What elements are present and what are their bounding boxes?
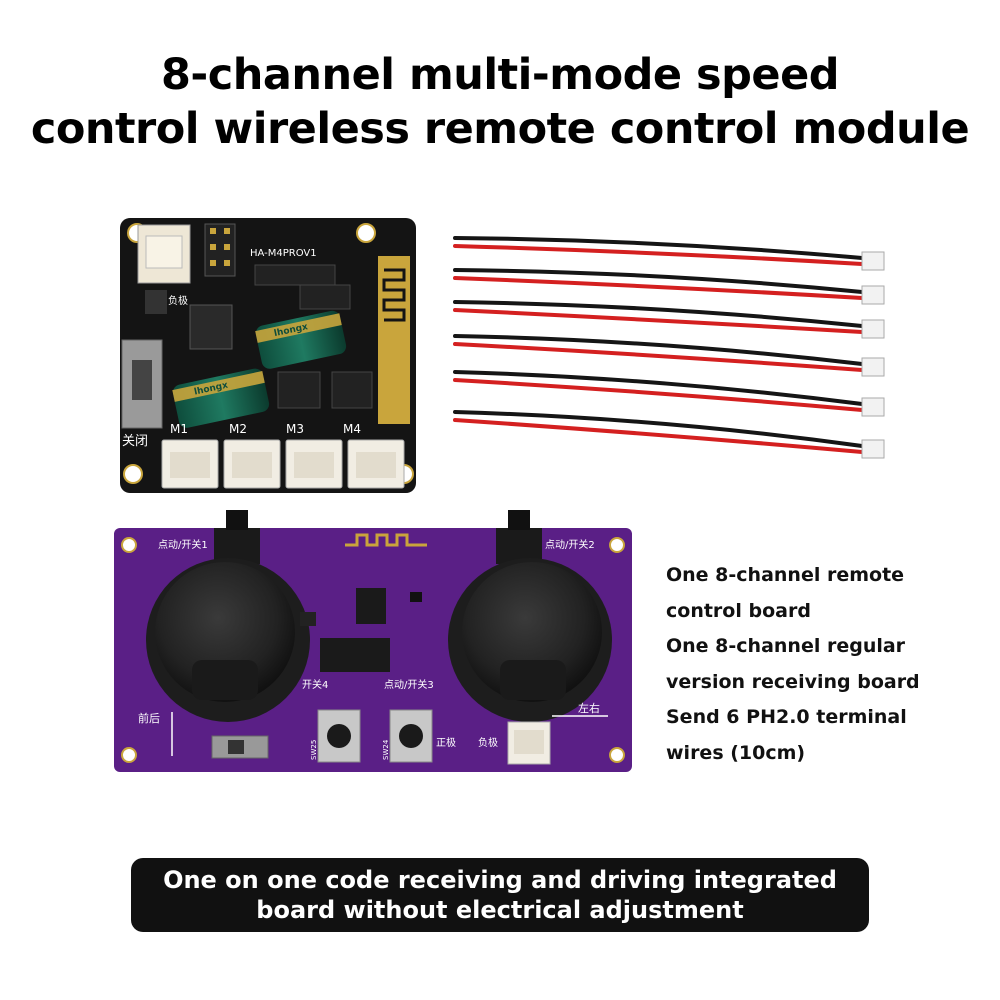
wire-pair-2	[453, 268, 885, 305]
sw25-label: SW25	[310, 740, 318, 760]
contents-line-1: One 8-channel remote	[666, 564, 905, 586]
switch1-label: 点动/开关1	[158, 538, 208, 551]
motor-label-m2: M2	[229, 422, 247, 436]
motor-label-m3: M3	[286, 422, 304, 436]
joystick-right	[448, 558, 612, 722]
wire-pair-1	[453, 236, 885, 271]
contents-line-4: version receiving board	[666, 670, 920, 693]
switch4-label: 开关4	[302, 678, 328, 691]
terminal-wires	[453, 236, 885, 459]
wire-pair-6	[453, 410, 885, 459]
forward-back-label: 前后	[138, 711, 160, 725]
receiver-off-label: 关闭	[122, 434, 148, 449]
receiver-model-label: HA-M4PROV1	[250, 248, 317, 259]
page-title: 8-channel multi-mode speed control wirel…	[0, 48, 1000, 156]
contents-line-3: One 8-channel regular	[666, 635, 906, 657]
package-contents: One 8-channel remote control board One 8…	[666, 558, 966, 771]
banner-line-1: One on one code receiving and driving in…	[163, 866, 837, 894]
motor-label-m4: M4	[343, 422, 361, 436]
banner-line-2: board without electrical adjustment	[256, 896, 744, 924]
wire-pair-5	[453, 370, 885, 417]
wire-pair-3	[453, 300, 885, 339]
wire-pair-4	[453, 334, 885, 377]
remote-board: 点动/开关1 点动/开关2 开关4 点动/开关3 前后	[114, 510, 632, 772]
negative-label: 负极	[478, 736, 498, 749]
receiver-board: HA-M4PROV1 负极 关闭 lhongx lhongx	[120, 218, 416, 493]
contents-line-6: wires (10cm)	[666, 741, 806, 764]
motor-label-m1: M1	[170, 422, 188, 436]
receiver-negative-label: 负极	[168, 294, 188, 307]
switch2-label: 点动/开关2	[545, 538, 595, 551]
left-right-label: 左右	[578, 701, 600, 715]
contents-line-5: Send 6 PH2.0 terminal	[666, 706, 907, 728]
positive-label: 正极	[436, 736, 456, 749]
contents-line-2: control board	[666, 599, 811, 622]
title-line-2: control wireless remote control module	[30, 104, 970, 154]
joystick-left	[146, 558, 310, 722]
title-line-1: 8-channel multi-mode speed	[160, 50, 840, 100]
sw24-label: SW24	[382, 739, 390, 760]
feature-banner: One on one code receiving and driving in…	[131, 858, 869, 932]
switch3-label: 点动/开关3	[384, 678, 434, 691]
